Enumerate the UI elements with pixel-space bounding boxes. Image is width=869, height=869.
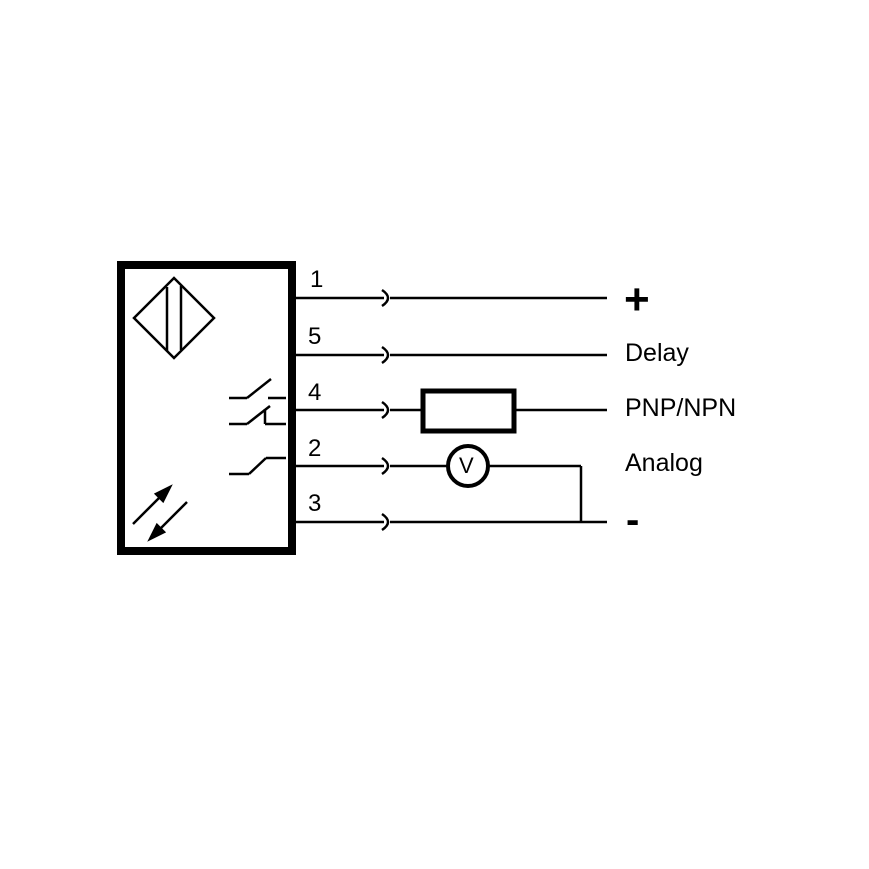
pin-number-5: 5 <box>308 323 322 350</box>
sensor-housing <box>117 261 296 555</box>
pin-number-2: 2 <box>308 435 322 462</box>
analog-label: Analog <box>625 449 703 477</box>
emitter-receiver-arrows-icon <box>132 484 188 542</box>
voltmeter-label: V <box>459 453 474 478</box>
resistor-load-icon <box>420 388 517 434</box>
plus-label: + <box>624 275 650 324</box>
changeover-switch-icon <box>229 378 286 426</box>
wires <box>296 296 607 524</box>
minus-label: - <box>626 498 640 542</box>
connector-icons <box>381 288 390 532</box>
delay-label: Delay <box>625 339 689 367</box>
pin-number-1: 1 <box>310 266 324 293</box>
normally-open-switch-icon <box>229 456 286 476</box>
voltmeter-icon <box>446 444 490 488</box>
pnp-npn-label: PNP/NPN <box>625 394 737 422</box>
pin-number-3: 3 <box>308 490 322 517</box>
diffuse-sensor-diamond-icon <box>132 276 216 360</box>
pin-number-4: 4 <box>308 379 322 406</box>
